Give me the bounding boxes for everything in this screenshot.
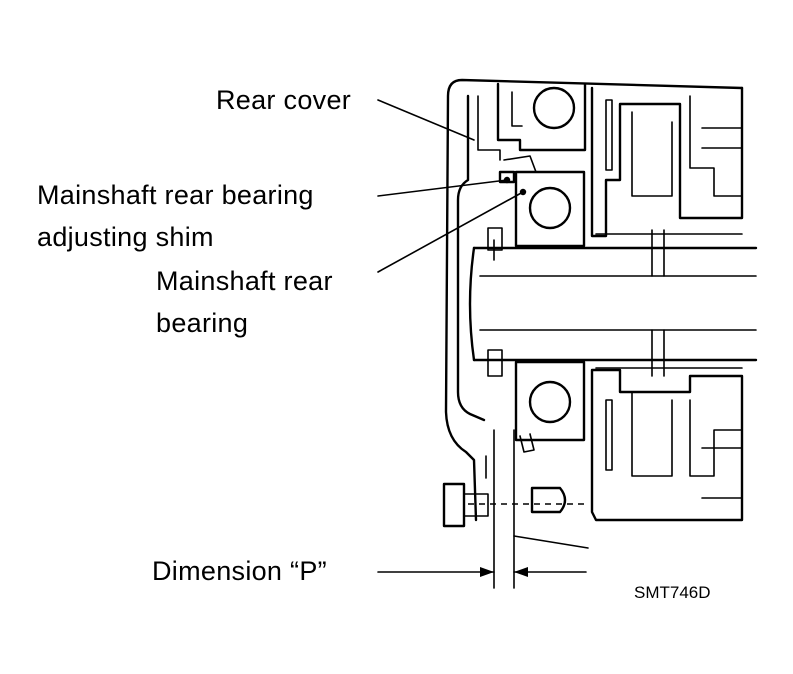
bolt-shank bbox=[530, 486, 567, 514]
upper-bearing-housing bbox=[496, 82, 587, 152]
rear-cover-label: Rear cover bbox=[216, 85, 352, 115]
mainshaft-rear-bearing-ball bbox=[528, 186, 572, 230]
upper-bearing-ball bbox=[532, 86, 576, 130]
mainshaft-end bbox=[468, 246, 476, 362]
bearing-label-line2: bearing bbox=[156, 308, 249, 338]
adjusting-shim bbox=[498, 170, 516, 184]
rear-cover-inner-wall bbox=[456, 94, 486, 422]
shim-label-line1: Mainshaft rear bearing bbox=[37, 180, 314, 210]
bolt-head bbox=[442, 482, 466, 528]
lower-bearing-outline bbox=[514, 360, 586, 442]
rear-cover-outline bbox=[444, 78, 744, 522]
figure-code: SMT746D bbox=[634, 583, 711, 602]
bearing-label-line1: Mainshaft rear bbox=[156, 266, 333, 296]
shim-leader bbox=[377, 179, 508, 197]
bearing-leader bbox=[377, 191, 524, 273]
lower-bearing-ball bbox=[528, 380, 572, 424]
shim-label-line2: adjusting shim bbox=[37, 222, 214, 252]
mainshaft-rear-bearing-outline bbox=[514, 170, 586, 248]
upper-gear-assembly bbox=[590, 86, 744, 238]
rear-cover-leader bbox=[377, 99, 475, 141]
lower-gear-assembly bbox=[590, 368, 744, 522]
dimension-p-label: Dimension “P” bbox=[152, 556, 327, 586]
